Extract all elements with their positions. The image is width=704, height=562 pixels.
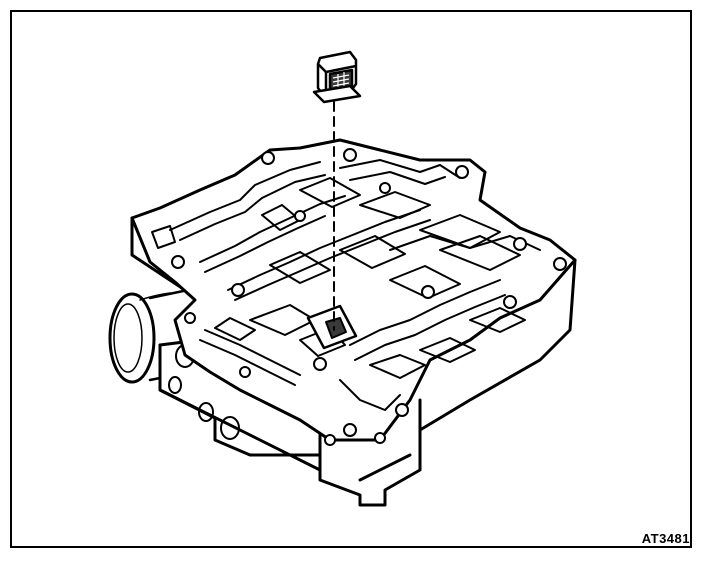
filter-cap bbox=[312, 50, 362, 104]
figure-id-label: AT3481 bbox=[641, 531, 690, 546]
valve-body-top-deck bbox=[130, 138, 577, 442]
bolt-holes bbox=[171, 148, 567, 446]
filter-bore bbox=[306, 304, 358, 350]
